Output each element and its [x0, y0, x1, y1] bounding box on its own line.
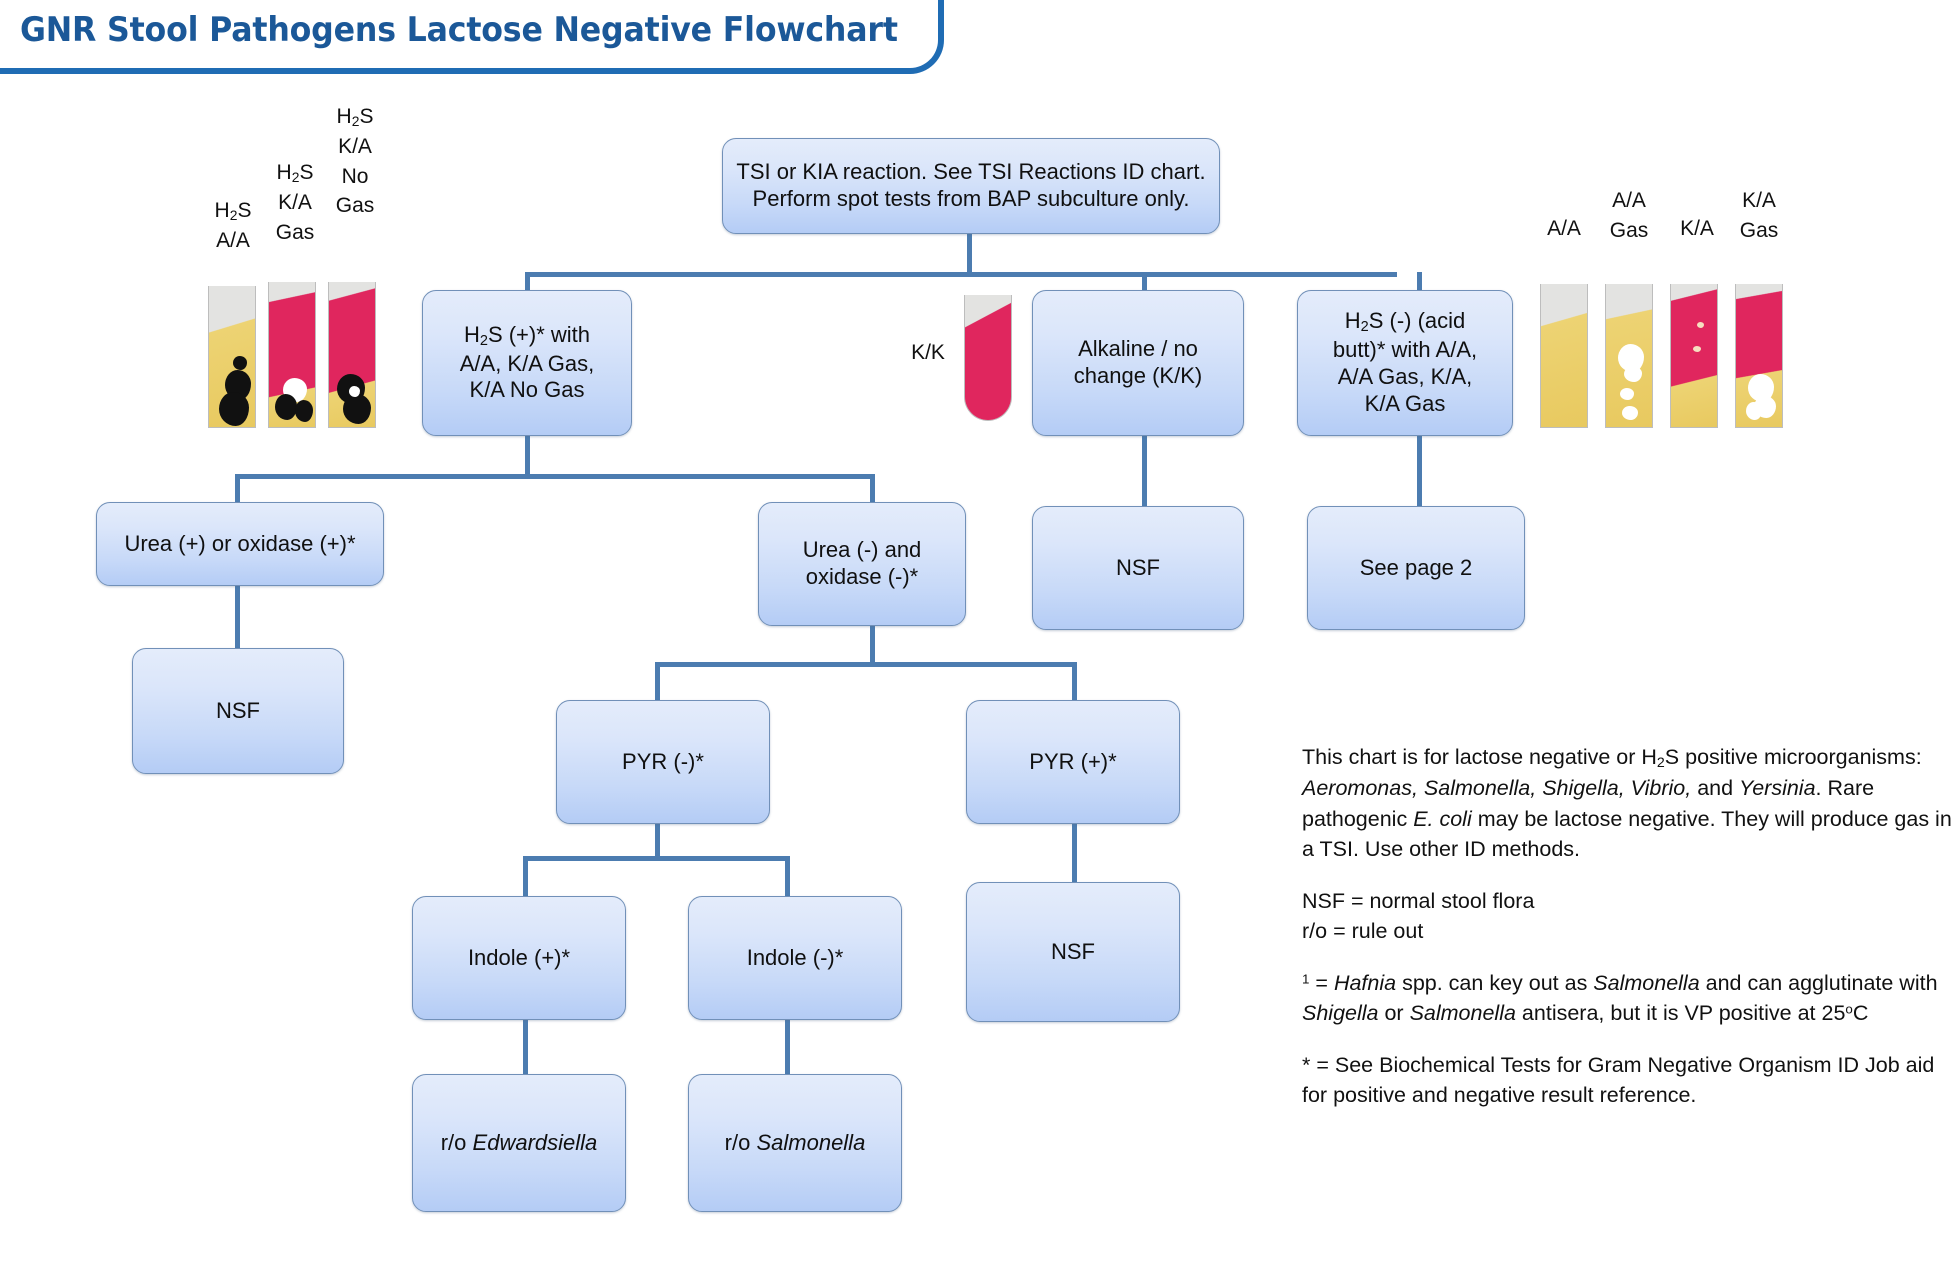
- tube-aa: [1540, 284, 1588, 428]
- tube-label-aa-gas: A/A Gas: [1609, 189, 1649, 242]
- node-label: NSF: [216, 697, 260, 723]
- node-label: r/o Edwardsiella: [440, 1129, 598, 1155]
- page-title: GNR Stool Pathogens Lactose Negative Flo…: [20, 10, 898, 50]
- node-urea-negative[interactable]: Urea (-) and oxidase (-)*: [758, 502, 966, 626]
- node-nsf-urea[interactable]: NSF: [132, 648, 344, 774]
- connector-bus-to-pyrneg: [655, 662, 660, 706]
- node-indole-positive[interactable]: Indole (+)*: [412, 896, 626, 1020]
- connector-alkaline-to-nsf: [1142, 432, 1147, 508]
- node-label: Indole (+)*: [467, 944, 571, 970]
- tube-label-ka-gas: K/A Gas: [1739, 189, 1779, 242]
- tube-gas-bubble: [1622, 406, 1638, 420]
- node-pyr-negative[interactable]: PYR (-)*: [556, 700, 770, 824]
- node-tsi-root[interactable]: TSI or KIA reaction. See TSI Reactions I…: [722, 138, 1220, 234]
- connector-bus-to-indoleneg: [785, 856, 790, 900]
- node-label: See page 2: [1359, 554, 1473, 580]
- tube-ka: [1670, 284, 1718, 428]
- legend-footnote-hafnia: 1 = Hafnia spp. can key out as Salmonell…: [1302, 970, 1938, 1026]
- spacer: [1302, 947, 1952, 968]
- tube-precipitate: [343, 394, 371, 424]
- tube-label-h2s-ka-no-gas: H2S K/A No Gas: [335, 105, 375, 218]
- node-alkaline-kk[interactable]: Alkaline / no change (K/K): [1032, 290, 1244, 436]
- tube-label-ka: K/A: [1680, 217, 1714, 240]
- connector-bus-pyr: [655, 662, 1075, 667]
- node-ro-edwardsiella[interactable]: r/o Edwardsiella: [412, 1074, 626, 1212]
- spacer: [1302, 865, 1952, 886]
- connector-bus-indole: [523, 856, 788, 861]
- connector-root-down: [967, 233, 972, 275]
- tube-label-h2s-aa: H2S A/A: [214, 199, 252, 252]
- connector-ureapos-to-nsf: [235, 540, 240, 650]
- node-label: Indole (-)*: [746, 944, 844, 970]
- legend-paragraph-description: This chart is for lactose negative or H2…: [1302, 745, 1952, 862]
- connector-indolepos-to-edwardsiella: [523, 1014, 528, 1076]
- node-label: Alkaline / no change (K/K): [1073, 336, 1203, 388]
- tube-gas-bubble: [1693, 346, 1701, 352]
- tube-precipitate: [295, 400, 313, 422]
- tube-slant-pink: [965, 295, 1011, 420]
- node-label: r/o Salmonella: [724, 1129, 866, 1155]
- legend-abbrev-ro: r/o = rule out: [1302, 919, 1424, 944]
- tube-label-h2s-ka-gas: H2S K/A Gas: [275, 161, 315, 244]
- tube-slant-pink: [1671, 284, 1717, 427]
- title-banner: [0, 0, 944, 74]
- tube-h2s-ka-no-gas: [328, 282, 376, 428]
- legend-text-block: This chart is for lactose negative or H2…: [1302, 742, 1952, 1111]
- node-h2s-positive[interactable]: H2S (+)* with A/A, K/A Gas, K/A No Gas: [422, 290, 632, 436]
- node-label: PYR (+)*: [1029, 748, 1117, 774]
- node-label: TSI or KIA reaction. See TSI Reactions I…: [736, 159, 1206, 211]
- node-label: H2S (+)* with A/A, K/A Gas, K/A No Gas: [459, 321, 595, 403]
- spacer: [1302, 1029, 1952, 1050]
- tube-gas-bubble: [1624, 366, 1642, 382]
- node-pyr-positive[interactable]: PYR (+)*: [966, 700, 1180, 824]
- tube-h2s-aa: [208, 286, 256, 428]
- connector-indoleneg-to-salmonella: [785, 1014, 790, 1076]
- node-indole-negative[interactable]: Indole (-)*: [688, 896, 902, 1020]
- legend-abbrev-nsf: NSF = normal stool flora: [1302, 888, 1535, 913]
- tube-gas-bubble: [1746, 402, 1762, 420]
- node-label: H2S (-) (acid butt)* with A/A, A/A Gas, …: [1332, 308, 1478, 416]
- node-ro-salmonella[interactable]: r/o Salmonella: [688, 1074, 902, 1212]
- node-h2s-negative[interactable]: H2S (-) (acid butt)* with A/A, A/A Gas, …: [1297, 290, 1513, 436]
- tube-precipitate: [275, 394, 297, 420]
- tube-precipitate: [219, 392, 249, 426]
- tube-label-kk: K/K: [911, 341, 945, 364]
- connector-bus-to-pyrpos: [1072, 662, 1077, 706]
- legend-asterisk-note: * = See Biochemical Tests for Gram Negat…: [1302, 1052, 1935, 1108]
- tube-gas-bubble: [1620, 388, 1634, 400]
- tube-gas-bubble: [349, 386, 360, 397]
- connector-pyrpos-to-nsf: [1072, 820, 1077, 884]
- connector-pyrneg-down: [655, 820, 660, 860]
- tube-slant-yellow: [1541, 284, 1587, 427]
- node-label: Urea (-) and oxidase (-)*: [802, 537, 922, 589]
- tube-aa-gas: [1605, 284, 1653, 428]
- node-urea-positive[interactable]: Urea (+) or oxidase (+)*: [96, 502, 384, 586]
- node-nsf-kk[interactable]: NSF: [1032, 506, 1244, 630]
- node-label: NSF: [1116, 554, 1160, 580]
- connector-h2sneg-to-page2: [1417, 432, 1422, 508]
- tube-label-aa: A/A: [1547, 217, 1581, 240]
- node-see-page-2[interactable]: See page 2: [1307, 506, 1525, 630]
- connector-bus-top: [525, 272, 1397, 277]
- tube-kk: [964, 295, 1012, 421]
- tube-h2s-ka-gas: [268, 282, 316, 428]
- connector-bus-to-indolepos: [523, 856, 528, 900]
- connector-ureaneg-down: [870, 626, 875, 666]
- tube-ka-gas: [1735, 284, 1783, 428]
- tube-gas-bubble: [1697, 322, 1704, 328]
- node-label: PYR (-)*: [622, 748, 704, 774]
- connector-h2spos-down: [525, 432, 530, 478]
- node-nsf-pyr[interactable]: NSF: [966, 882, 1180, 1022]
- node-label: NSF: [1051, 938, 1095, 964]
- tube-precipitate: [233, 356, 247, 370]
- node-label: Urea (+) or oxidase (+)*: [124, 530, 356, 556]
- connector-bus-urea: [235, 474, 875, 479]
